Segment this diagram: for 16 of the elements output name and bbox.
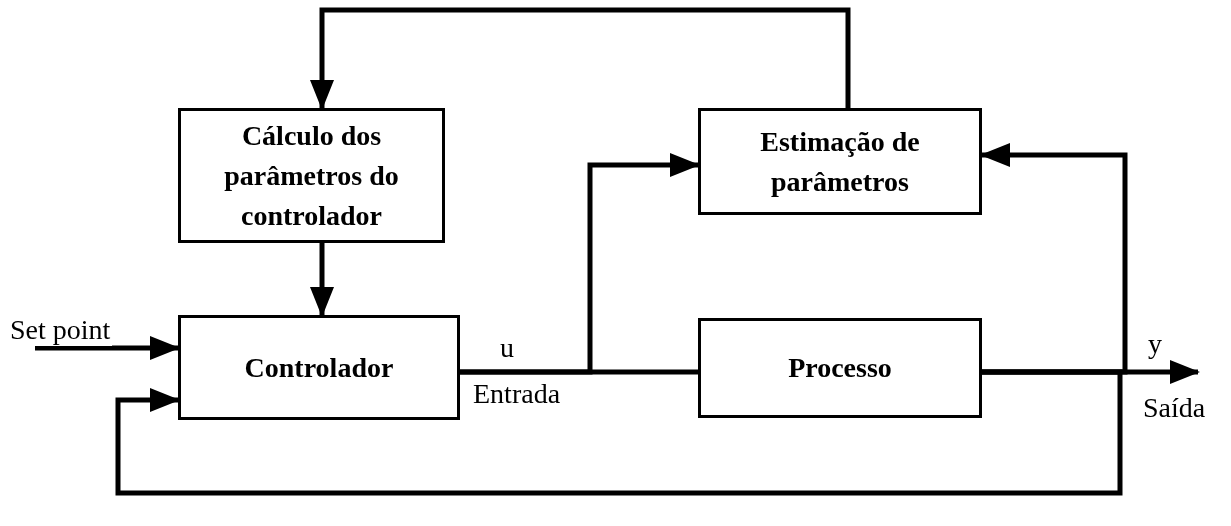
box-title: Estimação de parâmetros: [759, 124, 921, 199]
signal-label: Saída: [1143, 392, 1206, 424]
process-box: [178, 108, 445, 243]
process-box: [698, 318, 982, 418]
connector-arrow: [310, 243, 334, 317]
box-title: Processo: [788, 351, 892, 385]
connector-arrow: [115, 369, 1123, 496]
box-title: Cálculo dos parâmetros do controlador: [223, 118, 400, 233]
connector-arrow: [460, 153, 700, 375]
process-box: [698, 108, 982, 215]
box-title: Controlador: [244, 350, 394, 385]
signal-label: Entrada: [473, 378, 561, 410]
connector-arrow: [35, 336, 180, 360]
connector-arrow: [980, 143, 1128, 375]
connector-arrow: [310, 7, 851, 110]
process-box: [178, 315, 460, 420]
